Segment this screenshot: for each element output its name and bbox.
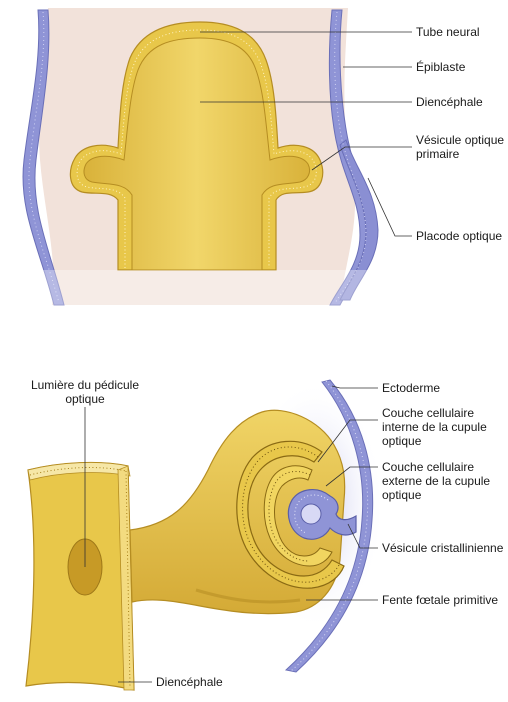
label-diencephale-top: Diencéphale <box>416 95 483 109</box>
top-panel <box>0 8 412 310</box>
label-placode-optique: Placode optique <box>416 229 502 243</box>
label-vesicule-cristallinienne: Vésicule cristallinienne <box>382 541 503 555</box>
label-fente-foetale: Fente fœtale primitive <box>382 593 498 607</box>
label-epiblaste: Épiblaste <box>416 60 465 74</box>
label-diencephale-bottom: Diencéphale <box>156 675 223 689</box>
label-tube-neural: Tube neural <box>416 25 480 39</box>
label-vesicule-optique-primaire: Vésicule optique primaire <box>416 133 504 161</box>
label-couche-interne: Couche cellulaire interne de la cupule o… <box>382 406 487 448</box>
label-lumiere-pedicule: Lumière du pédicule optique <box>26 378 144 406</box>
lens-vesicle-lumen <box>301 504 321 524</box>
label-couche-externe: Couche cellulaire externe de la cupule o… <box>382 460 490 502</box>
bottom-panel <box>26 380 385 690</box>
label-ectoderme: Ectoderme <box>382 381 440 395</box>
top-fade <box>0 270 400 310</box>
